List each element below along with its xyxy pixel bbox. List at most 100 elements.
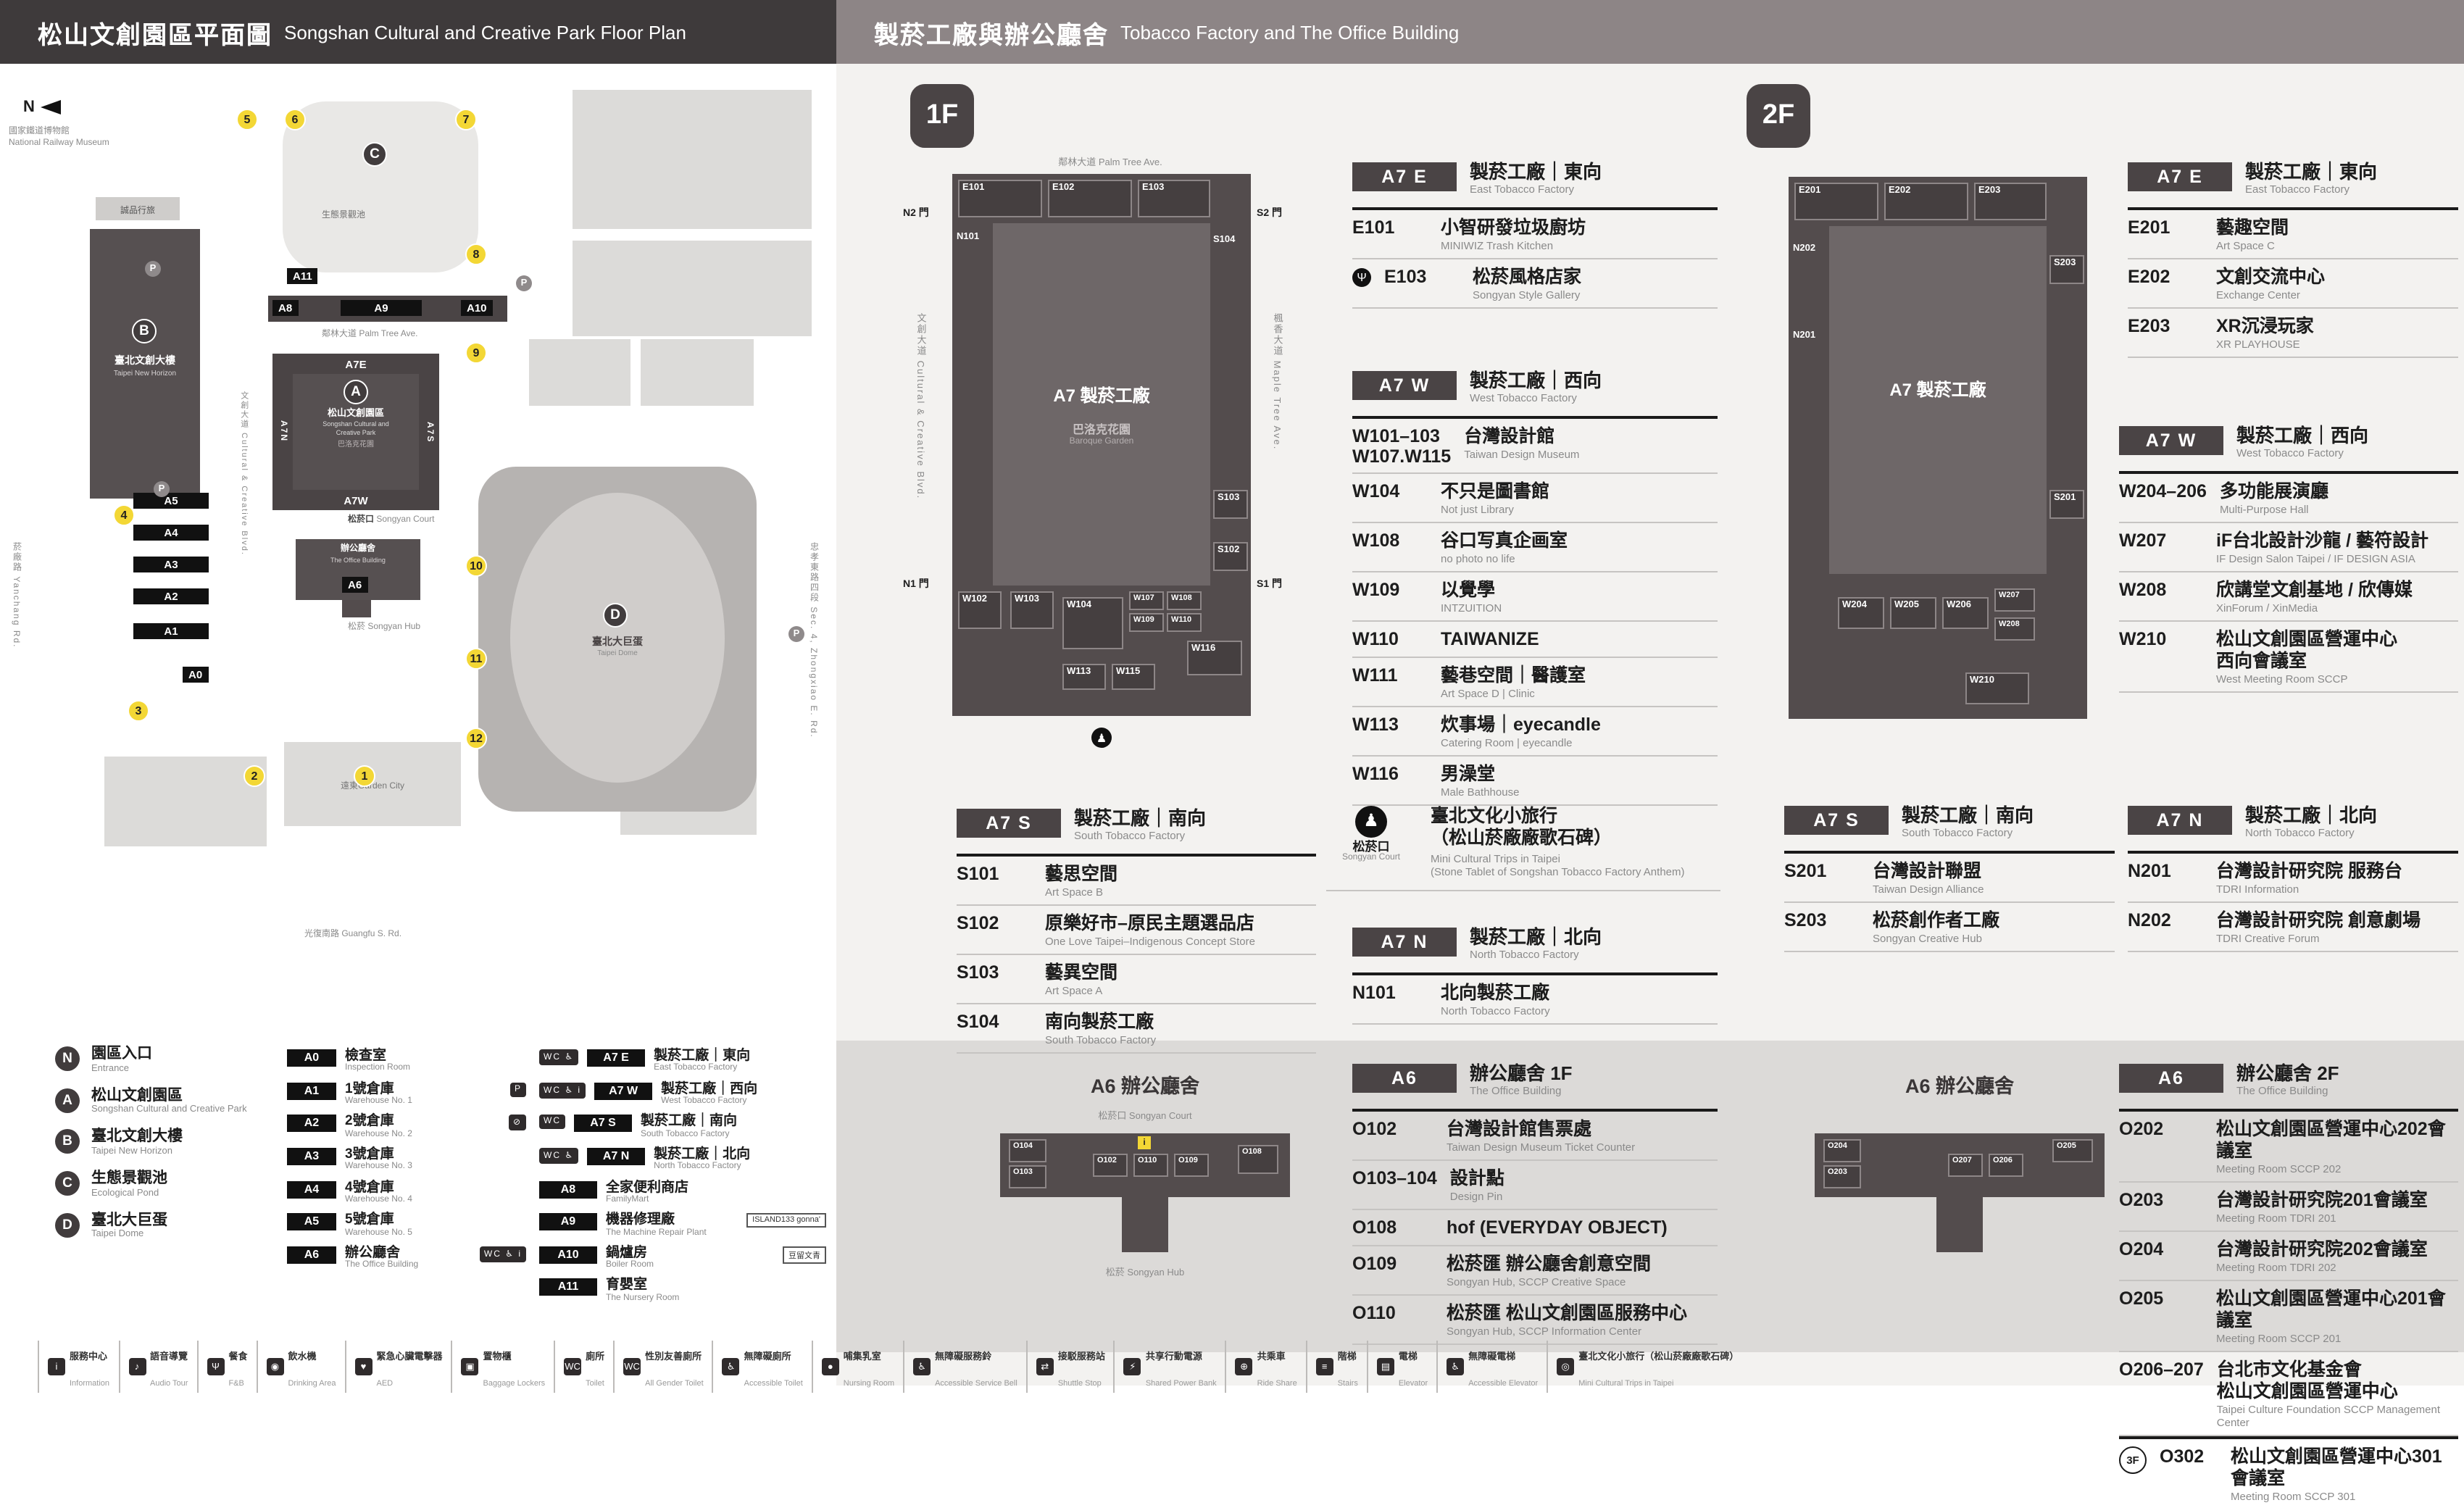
section-badge: A6 (1352, 1064, 1457, 1093)
map-a7e-bar: A7E (272, 354, 439, 374)
legend-building-code: A7 N (587, 1147, 646, 1165)
floor-badge-1f: 1F (910, 84, 974, 148)
room-w110: W110 (1167, 613, 1202, 632)
room-s102: S102 (1213, 542, 1248, 571)
legend-place-marker: C (55, 1171, 80, 1196)
map-chip-a0: A0 (183, 667, 209, 683)
restaurant-icon: Ψ (1352, 267, 1371, 287)
room-s104: S104 (1213, 235, 1236, 245)
room-s203: S203 (2049, 255, 2084, 284)
amenity-icon: ● (821, 1358, 839, 1375)
floorplan-2f: E201 E202 E203 N202 N201 S203 S201 A7 製菸… (1780, 162, 2110, 754)
map-chip-a6: A6 (342, 577, 368, 593)
room-w108: W108 (1167, 591, 1202, 610)
amenity-icon: ♿ (722, 1358, 740, 1375)
palm-ave-street-label: 鄰林大道 Palm Tree Ave. (1058, 158, 1162, 168)
room-w208: W208 (1994, 617, 2035, 641)
room-w210: W210 (1965, 672, 2029, 704)
court-label: 松菸口 Songyan Court (1098, 1112, 1192, 1122)
entrance-7: 7 (455, 109, 477, 130)
dome-oval (510, 493, 725, 783)
entrance-5: 5 (236, 109, 258, 130)
a6-plan-title: A6 辦公廳舍 (1905, 1075, 2014, 1097)
legend-place-marker: D (55, 1212, 80, 1238)
amenity-icon: ⊕ (1235, 1358, 1253, 1375)
compass: N (23, 99, 61, 116)
section-badge: A6 (2119, 1064, 2223, 1093)
map-chip-a8: A8 (272, 300, 299, 317)
amenity-icons: WC (539, 1115, 565, 1130)
amenity-icon: WC (623, 1358, 641, 1375)
section-badge: A7 N (1352, 928, 1457, 957)
legend-building-code: A3 (287, 1147, 336, 1165)
legend-place-marker: A (55, 1088, 80, 1113)
right-title-en: Tobacco Factory and The Office Building (1120, 21, 1460, 43)
amenity-icon: WC (564, 1358, 582, 1375)
eslite-hotel-block: 誠品行旅 (96, 197, 180, 220)
room-e101: E101 (958, 180, 1042, 217)
dome-label: 臺北大巨蛋 Taipei Dome (592, 638, 643, 658)
maple-ave-street-label: 楓香大道 Maple Tree Ave. (1271, 313, 1281, 451)
parking-icon: P (788, 626, 804, 642)
map-chip-a4: A4 (133, 525, 209, 541)
court-item: 臺北文化小旅行 （松山菸廠廠歌石碑） Mini Cultural Trips i… (1431, 806, 1685, 878)
a6-stem (1936, 1197, 1983, 1252)
amenity-icon: ▣ (461, 1358, 479, 1375)
parking-icon: P (145, 261, 161, 277)
taipei-new-horizon-building (90, 229, 200, 499)
amenity-item: ◎ 臺北文化小旅行（松山菸廠廠歌石碑）Mini Cultural Trips i… (1547, 1341, 1747, 1393)
hotel-block-1 (529, 339, 630, 406)
room-s103: S103 (1213, 490, 1248, 519)
legend-building-code: A5 (287, 1213, 336, 1231)
amenity-icons: ⊘ (508, 1115, 526, 1131)
gate-s1: S1 門 (1257, 580, 1283, 590)
floor-badge-2f: 2F (1747, 84, 1810, 148)
yanchang-rd-label: 菸廠路 Yanchang Rd. (11, 542, 20, 649)
room-o103: O103 (1009, 1165, 1046, 1188)
map-a7s-bar: A7S (419, 374, 439, 490)
room-o206: O206 (1989, 1154, 2023, 1177)
entrance-6: 6 (284, 109, 306, 130)
map-chip-a5: A5 (133, 493, 209, 509)
amenity-icons: WC ♿ i (539, 1082, 586, 1099)
garden-city-block: 遠東Garden City (284, 742, 461, 826)
a7-label: A7 製菸工廠 (1889, 380, 1986, 400)
amenity-icon: ◎ (1557, 1358, 1575, 1375)
floorplan-1f: 鄰林大道 Palm Tree Ave. E101 E102 E103 N101 … (903, 154, 1282, 800)
legend-place-marker: B (55, 1129, 80, 1154)
legend-building-code: A6 (287, 1246, 336, 1264)
legend-place-marker: N (55, 1046, 80, 1071)
marker-b: B (132, 319, 157, 343)
amenity-icons: P (509, 1082, 526, 1097)
room-o207: O207 (1948, 1154, 1983, 1177)
map-a7n-bar: A7N (272, 374, 293, 490)
room-list-item: O108 hof (EVERYDAY OBJECT) (1352, 1209, 1718, 1246)
amenity-icons: WC ♿ (539, 1049, 579, 1065)
entrance-11: 11 (465, 648, 487, 670)
